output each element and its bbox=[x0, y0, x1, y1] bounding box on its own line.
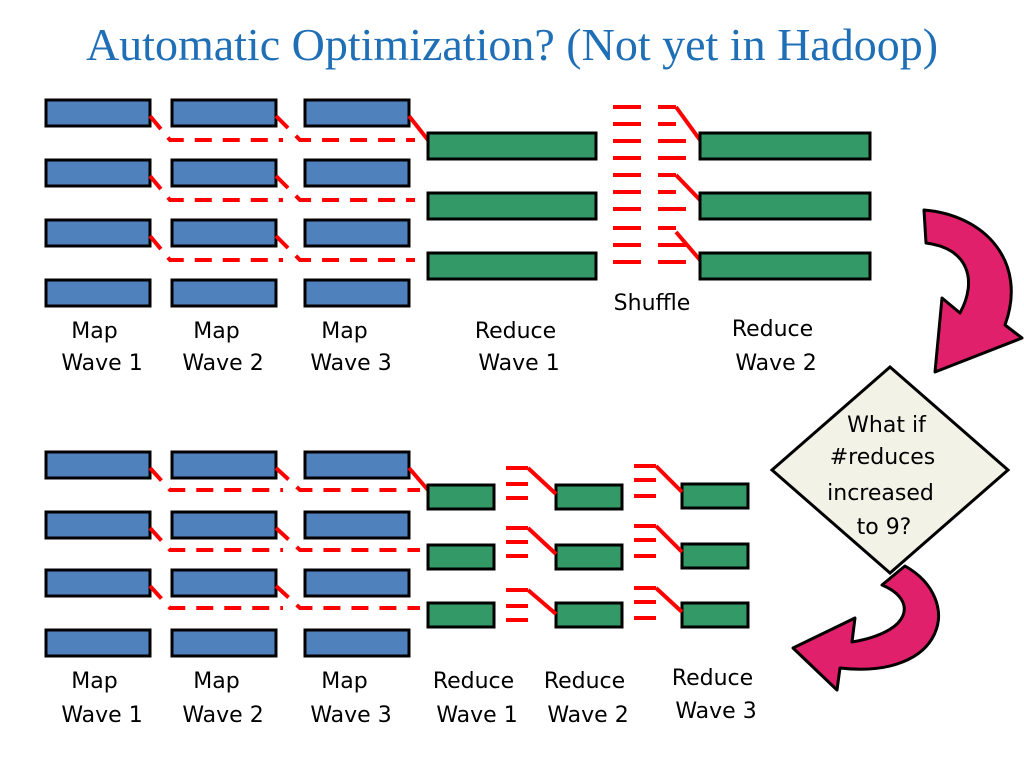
top-map-w1-bar-1 bbox=[44, 98, 152, 128]
top-reduce-wave-1-label: Reduce Wave 1 bbox=[475, 319, 563, 376]
bottom-diagram: Map Wave 1 Map Wave 2 Map Wave 3 Reduce … bbox=[44, 450, 760, 728]
bottom-map-w2-bar-1 bbox=[170, 450, 278, 480]
top-reduce-w1-bar-3 bbox=[426, 251, 598, 281]
bottom-reduce-w3-bar-1 bbox=[680, 482, 750, 510]
top-reduce-w1-bar-2 bbox=[426, 191, 598, 221]
top-shuffle-dashes bbox=[613, 105, 702, 264]
bottom-reduce-bars bbox=[426, 482, 750, 629]
bottom-reduce-w1-bar-3 bbox=[426, 601, 496, 629]
bottom-reduce-wave-1-label: Reduce Wave 1 bbox=[433, 669, 521, 728]
top-map-w3-bar-4 bbox=[303, 278, 411, 308]
bottom-map-wave-2-label: Map Wave 2 bbox=[182, 669, 263, 728]
bottom-map-w2-bar-4 bbox=[170, 628, 278, 658]
top-map-w3-bar-1 bbox=[303, 98, 411, 128]
bottom-map-w3-bar-1 bbox=[303, 450, 411, 480]
bottom-map-w2-bar-3 bbox=[170, 568, 278, 598]
bottom-reduce-w1-bar-1 bbox=[426, 483, 496, 511]
top-map-wave-2-label: Map Wave 2 bbox=[182, 319, 263, 376]
top-map-w2-bar-4 bbox=[170, 278, 278, 308]
bottom-map-w2-bar-2 bbox=[170, 510, 278, 540]
top-diagram: Shuffle Map Wave 1 Map Wave 2 Map Wave 3… bbox=[44, 98, 872, 376]
bottom-dependency-lines bbox=[148, 466, 430, 610]
top-shuffle-label: Shuffle bbox=[614, 291, 691, 316]
curved-arrow-bottom bbox=[791, 564, 940, 692]
top-map-w2-bar-3 bbox=[170, 218, 278, 248]
question-text: What if #reduces increased to 9? bbox=[827, 413, 942, 540]
top-map-w1-bar-3 bbox=[44, 218, 152, 248]
top-map-wave-3-label: Map Wave 3 bbox=[310, 319, 391, 376]
top-map-w3-bar-2 bbox=[303, 158, 411, 188]
top-map-w2-bar-2 bbox=[170, 158, 278, 188]
top-map-w1-bar-4 bbox=[44, 278, 152, 308]
bottom-reduce-w3-bar-3 bbox=[680, 601, 750, 629]
bottom-map-w3-bar-2 bbox=[303, 510, 411, 540]
bottom-map-bars bbox=[44, 450, 411, 658]
top-reduce-wave-2-bars bbox=[698, 131, 872, 281]
top-reduce-w2-bar-3 bbox=[698, 251, 872, 281]
bottom-reduce-w3-bar-2 bbox=[680, 542, 750, 570]
top-map-bars bbox=[44, 98, 411, 308]
bottom-map-w3-bar-3 bbox=[303, 568, 411, 598]
top-reduce-w2-bar-1 bbox=[698, 131, 872, 161]
bottom-map-wave-3-label: Map Wave 3 bbox=[310, 669, 391, 728]
top-map-w2-bar-1 bbox=[170, 98, 278, 128]
bottom-reduce-w2-bar-3 bbox=[554, 601, 624, 629]
top-reduce-w2-bar-2 bbox=[698, 191, 872, 221]
top-map-wave-1-label: Map Wave 1 bbox=[61, 319, 142, 376]
bottom-reduce-w2-bar-1 bbox=[554, 483, 624, 511]
bottom-map-w3-bar-4 bbox=[303, 628, 411, 658]
top-reduce-w1-bar-1 bbox=[426, 131, 598, 161]
slide-title: Automatic Optimization? (Not yet in Hado… bbox=[85, 19, 939, 70]
curved-arrow-top bbox=[922, 208, 1024, 374]
bottom-map-w1-bar-1 bbox=[44, 450, 152, 480]
question-diamond: What if #reduces increased to 9? bbox=[769, 365, 1011, 575]
bottom-reduce-w2-bar-2 bbox=[554, 543, 624, 571]
top-map-w1-bar-2 bbox=[44, 158, 152, 188]
bottom-reduce-w1-bar-2 bbox=[426, 543, 496, 571]
bottom-shuffle-dashes bbox=[506, 464, 684, 622]
bottom-map-w1-bar-2 bbox=[44, 510, 152, 540]
bottom-map-wave-1-label: Map Wave 1 bbox=[61, 669, 142, 728]
bottom-reduce-wave-3-label: Reduce Wave 3 bbox=[672, 666, 760, 724]
top-reduce-wave-1-bars bbox=[426, 131, 598, 281]
bottom-reduce-wave-2-label: Reduce Wave 2 bbox=[544, 669, 632, 728]
top-map-w3-bar-3 bbox=[303, 218, 411, 248]
bottom-map-w1-bar-4 bbox=[44, 628, 152, 658]
top-dependency-lines bbox=[148, 114, 430, 262]
top-reduce-wave-2-label: Reduce Wave 2 bbox=[732, 317, 820, 376]
bottom-map-w1-bar-3 bbox=[44, 568, 152, 598]
